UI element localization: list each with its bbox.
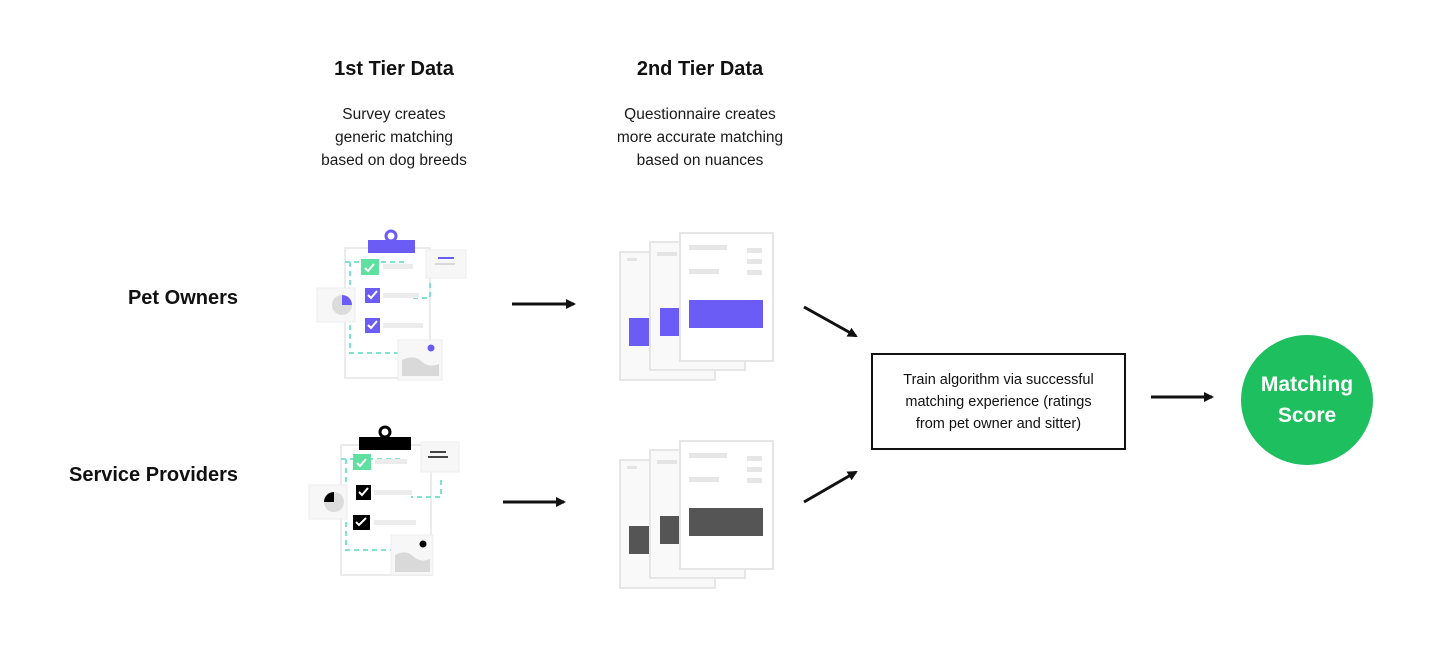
row-label-service-providers: Service Providers bbox=[69, 464, 238, 486]
tier1-description: Survey creates generic matching based on… bbox=[274, 103, 514, 172]
arrow-icon bbox=[803, 305, 858, 338]
tier2-desc-line: more accurate matching bbox=[616, 129, 784, 146]
tier2-description: Questionnaire creates more accurate matc… bbox=[580, 103, 820, 172]
tier2-title: 2nd Tier Data bbox=[636, 58, 764, 80]
train-box-line: from pet owner and sitter) bbox=[915, 415, 1082, 432]
matching-score-circle: Matching Score bbox=[1241, 335, 1373, 465]
tier1-desc-line: based on dog breeds bbox=[321, 152, 467, 169]
row-label-pet-owners: Pet Owners bbox=[127, 287, 238, 309]
questionnaire-documents-icon bbox=[619, 232, 774, 381]
survey-clipboard-icon bbox=[316, 229, 467, 381]
train-algorithm-box: Train algorithm via successful matching … bbox=[871, 353, 1126, 450]
survey-clipboard-icon bbox=[308, 425, 460, 576]
questionnaire-documents-icon bbox=[619, 440, 774, 589]
tier1-desc-line: Survey creates bbox=[342, 106, 446, 123]
train-box-line: Train algorithm via successful bbox=[903, 371, 1094, 388]
tier2-desc-line: Questionnaire creates bbox=[624, 106, 776, 123]
checkbox-icon bbox=[353, 454, 371, 470]
matching-score-line: Matching bbox=[1260, 373, 1354, 396]
tier1-title: 1st Tier Data bbox=[334, 58, 454, 80]
train-box-line: matching experience (ratings bbox=[905, 393, 1092, 410]
tier2-desc-line: based on nuances bbox=[636, 152, 764, 169]
tier1-desc-line: generic matching bbox=[334, 129, 454, 146]
arrow-icon bbox=[803, 470, 858, 504]
checkbox-icon bbox=[361, 259, 379, 275]
clipboard-clip-icon bbox=[368, 240, 415, 253]
clipboard-clip-icon bbox=[359, 437, 411, 450]
matching-score-line: Score bbox=[1277, 404, 1337, 427]
